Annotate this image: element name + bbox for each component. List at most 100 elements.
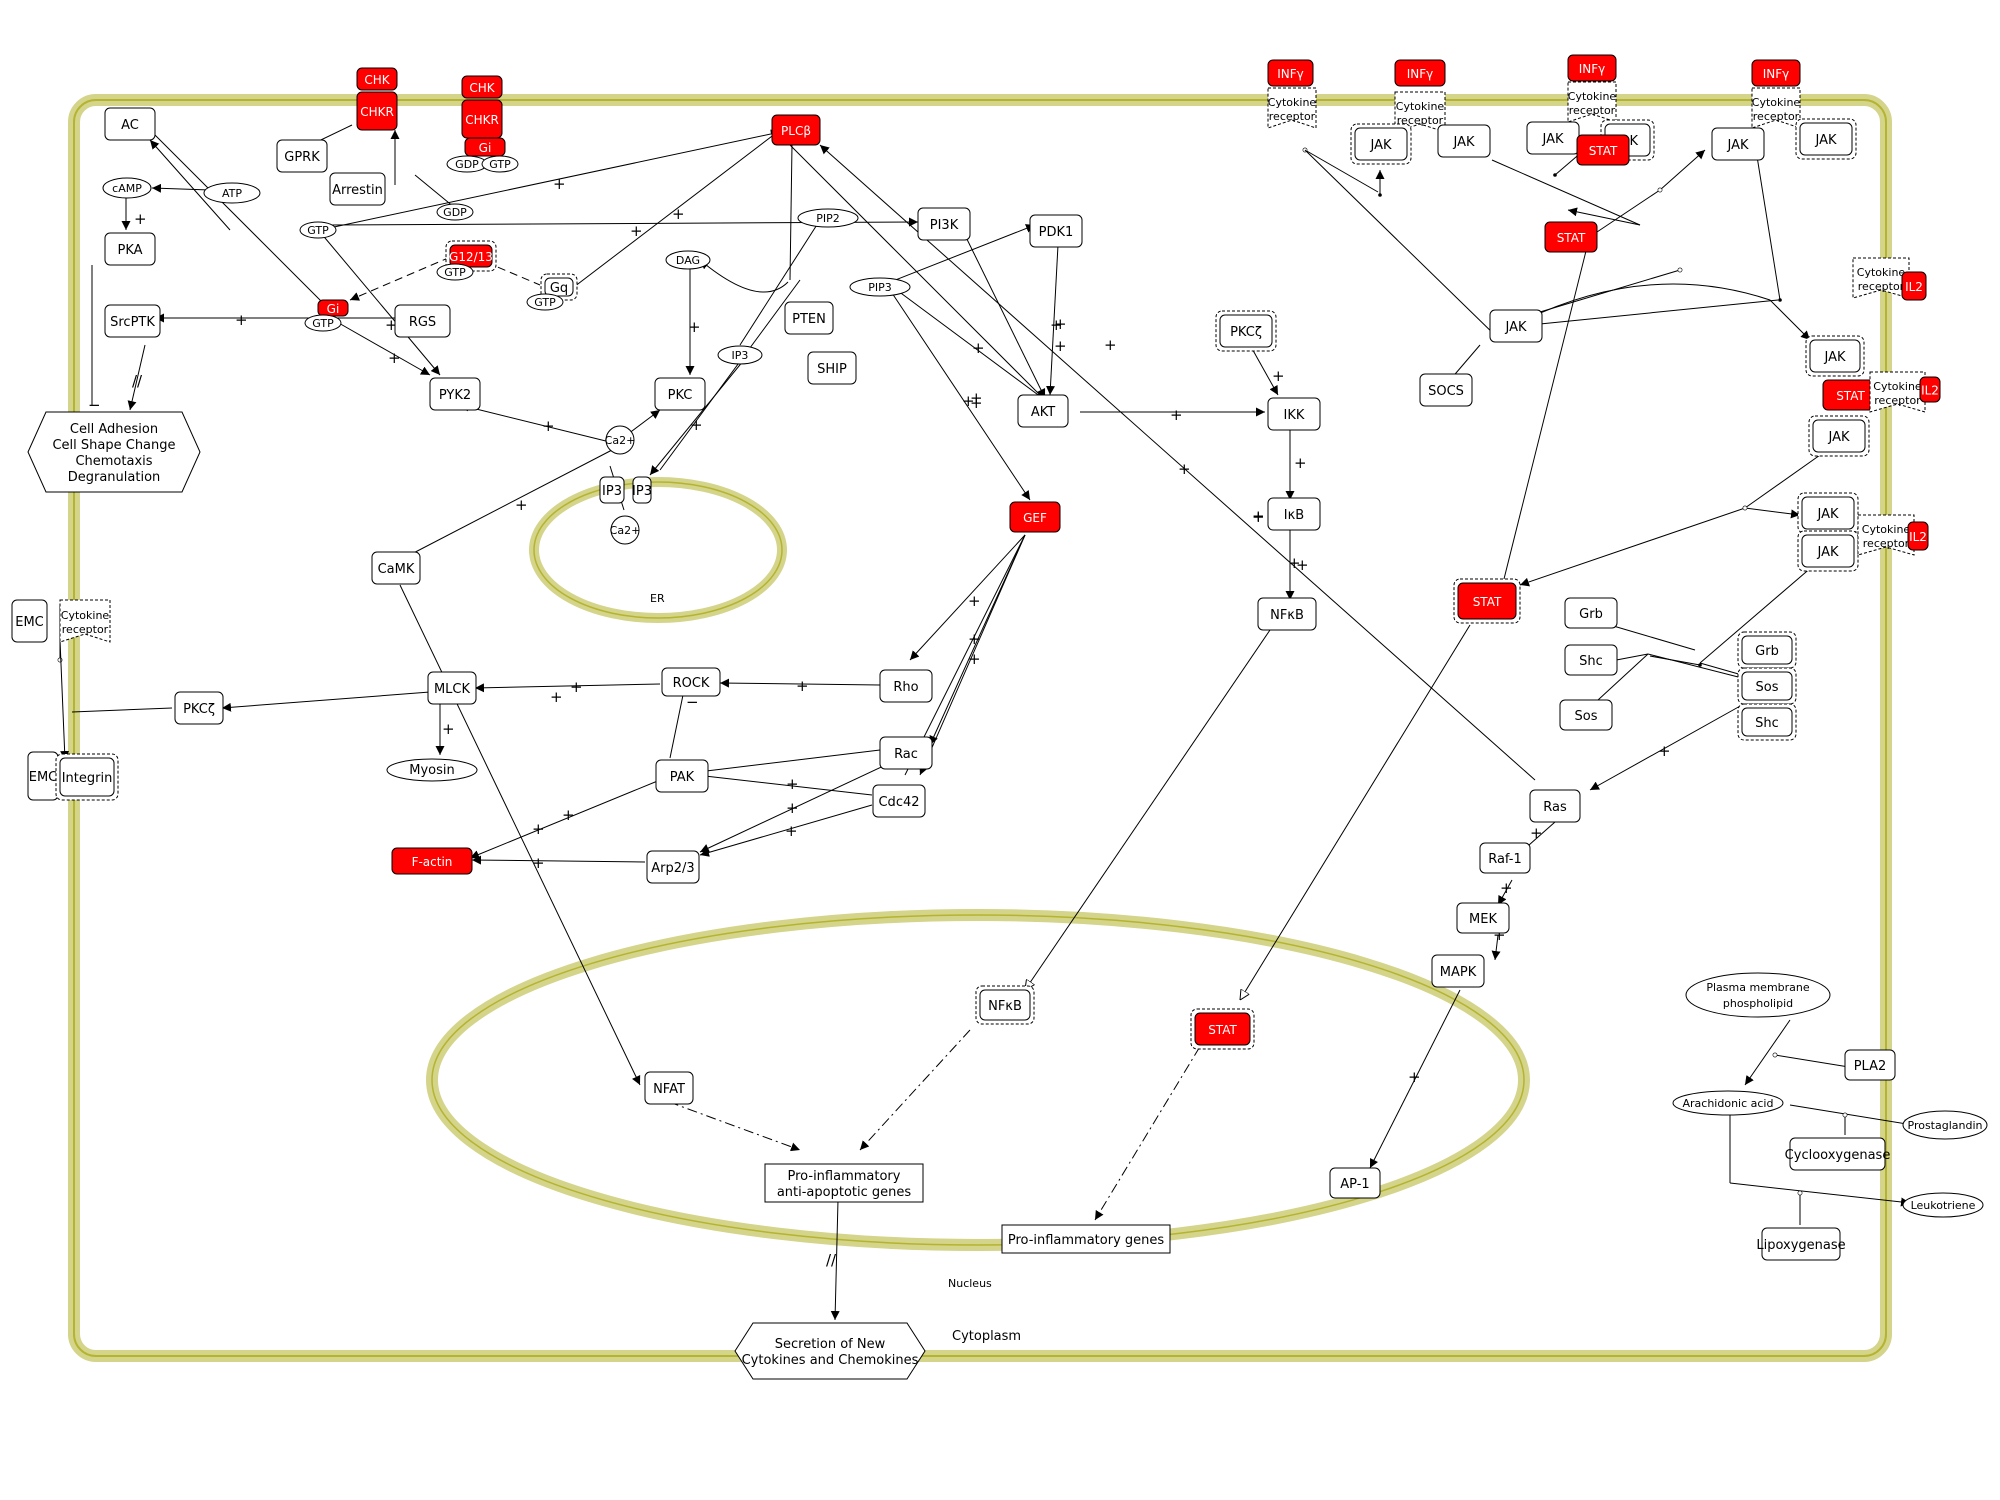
node-camk[interactable]: CaMK bbox=[371, 551, 421, 585]
node-stat-nucleus[interactable]: STAT bbox=[1190, 1008, 1255, 1050]
node-cyclooxygenase[interactable]: Cyclooxygenase bbox=[1785, 1137, 1891, 1171]
node-pla2[interactable]: PLA2 bbox=[1844, 1049, 1896, 1081]
node-sos-2[interactable]: Sos bbox=[1737, 667, 1797, 705]
node-grb-2[interactable]: Grb bbox=[1737, 631, 1797, 669]
node-gtp-b[interactable]: GTP bbox=[526, 293, 564, 311]
node-srcptk[interactable]: SrcPTK bbox=[104, 304, 161, 338]
node-ship[interactable]: SHIP bbox=[807, 351, 857, 385]
node-il2-2[interactable]: IL2 bbox=[1919, 376, 1941, 403]
node-pi3k[interactable]: PI3K bbox=[917, 207, 971, 241]
node-il2-3[interactable]: IL2 bbox=[1907, 521, 1929, 551]
node-chkr-1[interactable]: CHKR bbox=[356, 91, 398, 131]
node-arachidonic[interactable]: Arachidonic acid bbox=[1672, 1090, 1784, 1116]
node-myosin[interactable]: Myosin bbox=[386, 758, 478, 782]
node-cdc42[interactable]: Cdc42 bbox=[872, 784, 926, 818]
node-ca[interactable]: Ca2+ bbox=[605, 425, 636, 455]
node-factin[interactable]: F-actin bbox=[391, 847, 473, 875]
node-ras[interactable]: Ras bbox=[1529, 789, 1581, 823]
node-rac[interactable]: Rac bbox=[879, 736, 933, 770]
node-pka[interactable]: PKA bbox=[104, 232, 156, 266]
node-ca_er[interactable]: Ca2+ bbox=[610, 515, 641, 545]
node-dag[interactable]: DAG bbox=[665, 250, 711, 270]
node-ap1[interactable]: AP-1 bbox=[1329, 1167, 1381, 1199]
node-emc-1[interactable]: EMC bbox=[11, 599, 48, 643]
node-ikb[interactable]: IκB bbox=[1267, 497, 1321, 531]
node-ikk[interactable]: IKK bbox=[1267, 397, 1321, 431]
node-grb-1[interactable]: Grb bbox=[1564, 597, 1618, 629]
node-infg-1[interactable]: INFγ bbox=[1267, 59, 1314, 87]
node-rock[interactable]: ROCK bbox=[661, 667, 721, 697]
node-infg-3[interactable]: INFγ bbox=[1567, 54, 1617, 82]
node-jak-5[interactable]: JAK bbox=[1711, 127, 1765, 161]
node-arrestin[interactable]: Arrestin bbox=[329, 172, 386, 206]
node-chkr-2[interactable]: CHKR bbox=[461, 99, 503, 139]
node-stat-3[interactable]: STAT bbox=[1822, 379, 1879, 411]
node-genes2[interactable]: Pro-inflammatory genes bbox=[1001, 1224, 1171, 1254]
node-nfkb[interactable]: NFκB bbox=[1257, 597, 1317, 631]
node-socs[interactable]: SOCS bbox=[1419, 373, 1473, 407]
node-pkcz-2[interactable]: PKCζ bbox=[174, 691, 224, 725]
node-raf1[interactable]: Raf-1 bbox=[1479, 842, 1531, 874]
node-pkcz-1[interactable]: PKCζ bbox=[1215, 310, 1277, 352]
node-gpcr-gtp[interactable]: GTP bbox=[299, 221, 337, 239]
node-jak-11[interactable]: JAK bbox=[1797, 530, 1859, 572]
node-integrin-2[interactable]: Integrin bbox=[55, 753, 119, 801]
node-nfkb-nucleus[interactable]: NFκB bbox=[975, 985, 1035, 1025]
node-gtp-a[interactable]: GTP bbox=[436, 263, 474, 281]
node-gi[interactable]: Gi bbox=[464, 137, 506, 157]
node-prostaglandin[interactable]: Prostaglandin bbox=[1902, 1110, 1988, 1140]
node-pip3[interactable]: PIP3 bbox=[849, 277, 911, 297]
node-akt[interactable]: AKT bbox=[1017, 394, 1069, 428]
node-sos-1[interactable]: Sos bbox=[1559, 699, 1613, 731]
node-mek[interactable]: MEK bbox=[1456, 902, 1510, 934]
node-shc-1[interactable]: Shc bbox=[1564, 644, 1618, 676]
node-shc-2[interactable]: Shc bbox=[1737, 703, 1797, 741]
node-gtp-1[interactable]: GTP bbox=[481, 155, 519, 173]
node-mlck[interactable]: MLCK bbox=[427, 671, 477, 705]
node-gi-small[interactable]: Gi bbox=[317, 299, 349, 317]
node-gdp-2[interactable]: GDP bbox=[436, 203, 474, 221]
node-emc-2[interactable]: EMC bbox=[27, 751, 59, 801]
node-jak-1[interactable]: JAK bbox=[1350, 123, 1412, 165]
node-leukotriene[interactable]: Leukotriene bbox=[1902, 1192, 1984, 1218]
node-ip3[interactable]: IP3 bbox=[717, 345, 763, 365]
node-stat-2[interactable]: STAT bbox=[1544, 221, 1598, 253]
node-gdp-1[interactable]: GDP bbox=[446, 155, 488, 173]
node-mapk[interactable]: MAPK bbox=[1431, 954, 1485, 988]
node-jak-8[interactable]: JAK bbox=[1805, 335, 1865, 377]
node-lipoxygenase[interactable]: Lipoxygenase bbox=[1756, 1227, 1846, 1261]
node-stat-4[interactable]: STAT bbox=[1453, 578, 1521, 624]
node-rgs[interactable]: RGS bbox=[394, 304, 451, 338]
node-nfat[interactable]: NFAT bbox=[644, 1071, 694, 1105]
node-camp[interactable]: cAMP bbox=[102, 177, 152, 199]
node-pyk2[interactable]: PYK2 bbox=[429, 377, 481, 411]
node-g1213[interactable]: G12/13 bbox=[445, 240, 497, 272]
node-plcb[interactable]: PLCβ bbox=[771, 114, 821, 146]
node-stat-1[interactable]: STAT bbox=[1576, 134, 1630, 166]
node-gprk[interactable]: GPRK bbox=[276, 139, 328, 173]
node-arp23[interactable]: Arp2/3 bbox=[646, 850, 700, 884]
node-ac[interactable]: AC bbox=[104, 107, 156, 141]
node-gtp-c[interactable]: GTP bbox=[304, 314, 342, 332]
node-jak-7[interactable]: JAK bbox=[1489, 309, 1543, 343]
node-pkc[interactable]: PKC bbox=[654, 377, 706, 411]
node-chk-2[interactable]: CHK bbox=[461, 75, 503, 99]
node-chk-1[interactable]: CHK bbox=[356, 67, 398, 91]
node-gq[interactable]: Gq bbox=[540, 273, 578, 301]
node-infg-2[interactable]: INFγ bbox=[1394, 59, 1446, 87]
node-infg-4[interactable]: INFγ bbox=[1751, 59, 1801, 87]
node-ip3-receptor[interactable]: IP3 bbox=[599, 476, 625, 504]
node-ip3-receptor-b[interactable]: IP3 bbox=[632, 476, 652, 504]
node-atp[interactable]: ATP bbox=[203, 182, 261, 204]
